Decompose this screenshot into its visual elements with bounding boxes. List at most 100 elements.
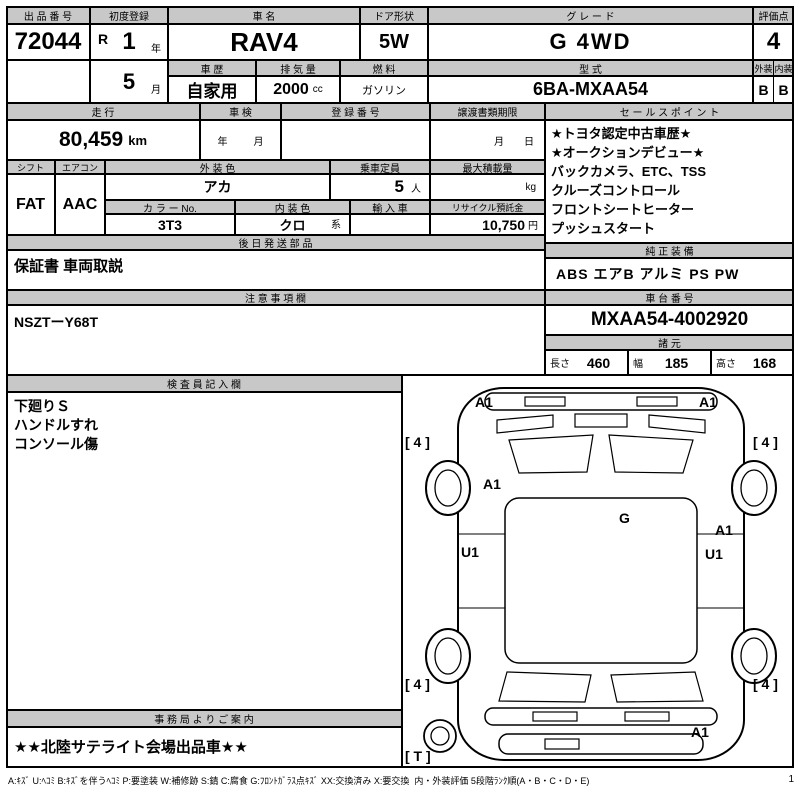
transfer-header: 譲渡書類期限 <box>430 103 545 120</box>
car-name-label: 車 名 <box>252 11 276 23</box>
car-name: RAV4 <box>230 26 298 57</box>
color-no: 3T3 <box>157 216 183 233</box>
recycle-header: リサイクル預託金 <box>430 200 545 214</box>
history-value: 自家用 <box>168 76 256 103</box>
interior-color-suffix: 系 <box>331 220 341 231</box>
recycle-label: リサイクル預託金 <box>451 202 524 213</box>
registration-value <box>281 120 430 160</box>
grade: G 4WD <box>549 29 632 54</box>
height-label: 高さ <box>716 359 736 370</box>
inspection-month-unit: 月 <box>253 136 264 148</box>
capacity-unit: 人 <box>411 183 421 195</box>
length-value: 460 <box>586 354 611 371</box>
exterior-label: 外装 <box>754 63 773 74</box>
displacement-header: 排 気 量 <box>256 60 340 76</box>
inspector-line: コンソール傷 <box>14 436 98 452</box>
door-shape: 5W <box>379 30 409 53</box>
exterior-grade-value: B <box>753 76 774 103</box>
capacity: 5 <box>394 177 404 196</box>
inspector-line: ハンドルすれ <box>14 417 98 433</box>
first-reg-year-cell: R 1 年 <box>90 24 168 60</box>
transfer-day-unit: 日 <box>524 136 534 148</box>
import-value <box>350 214 430 235</box>
damage-mark: A1 <box>691 724 709 740</box>
chassis-label: 車 台 番 号 <box>645 294 694 305</box>
month-unit: 月 <box>151 85 161 96</box>
recycle-value: 10,750 円 <box>430 214 545 235</box>
mileage-label: 走 行 <box>91 108 115 119</box>
spare-tire-mark: [ T ] <box>405 748 431 764</box>
registration-label: 登 録 番 号 <box>331 108 380 119</box>
length-cell: 長さ 460 <box>545 350 628 375</box>
damage-mark: G <box>619 510 630 526</box>
color-no-label: カ ラ ー No. <box>143 203 197 214</box>
grade-value: G 4WD <box>428 24 753 60</box>
exhibit-no-label: 出 品 番 号 <box>23 11 73 23</box>
exterior-color: アカ <box>203 179 232 195</box>
mileage-value: 80,459 km <box>6 120 200 160</box>
legend-text: A:ｷｽﾞ U:ﾍｺﾐ B:ｷｽﾞを伴うﾍｺﾐ P:要塗装 W:補修跡 S:錆 … <box>8 776 590 786</box>
equipment-header: 純 正 装 備 <box>545 243 794 258</box>
car-diagram: A1 A1 [ 4 ] [ 4 ] A1 G U1 A1 U1 [ 4 ] [ … <box>402 375 794 768</box>
history: 自家用 <box>186 82 238 101</box>
interior-grade: B <box>778 81 789 98</box>
interior-grade-value: B <box>773 76 794 103</box>
transfer-label: 譲渡書類期限 <box>457 108 518 119</box>
fuel-label: 燃 料 <box>372 64 396 76</box>
sales-point-line: ★トヨタ認定中古車歴★ <box>551 126 692 141</box>
sales-points-label: セ ー ル ス ポ イ ン ト <box>619 108 720 119</box>
recycle-unit: 円 <box>528 221 538 232</box>
shift: FAT <box>15 195 46 213</box>
first-reg-header: 初度登録 <box>90 6 168 24</box>
inspector-header: 検 査 員 記 入 欄 <box>6 375 402 392</box>
exhibit-no: 72044 <box>14 28 82 55</box>
sales-points-value: ★トヨタ認定中古車歴★ ★オークションデビュー★ バックカメラ、ETC、TSS … <box>545 120 794 243</box>
model-code: 6BA-MXAA54 <box>532 79 649 99</box>
width-value: 185 <box>664 354 689 371</box>
fuel: ガソリン <box>362 84 406 97</box>
first-reg-label: 初度登録 <box>109 11 149 23</box>
damage-mark: U1 <box>461 544 479 560</box>
transfer-value: 月 日 <box>430 120 545 160</box>
office-text: ★★北陸サテライト会場出品車★★ <box>14 739 248 756</box>
inspection-value: 年 月 <box>200 120 281 160</box>
interior-color-value: クロ 系 <box>235 214 350 235</box>
score-label: 評価点 <box>758 11 789 23</box>
exhibit-no-empty-cell <box>6 60 90 103</box>
chassis-number: MXAA54-4002920 <box>590 309 749 330</box>
model-label: 型 式 <box>579 64 602 76</box>
exterior-color-label: 外 装 色 <box>199 163 236 174</box>
max-load-value: kg <box>430 174 545 200</box>
tire-mark: [ 4 ] <box>405 434 430 450</box>
displacement-label: 排 気 量 <box>280 64 316 76</box>
exterior-grade: B <box>758 81 769 98</box>
fuel-header: 燃 料 <box>340 60 428 76</box>
import-label: 輸 入 車 <box>372 203 408 214</box>
chassis-header: 車 台 番 号 <box>545 290 794 305</box>
car-name-header: 車 名 <box>168 6 360 24</box>
shift-value: FAT <box>6 174 55 235</box>
mileage-unit: km <box>128 132 148 148</box>
sales-point-line: ★オークションデビュー★ <box>551 145 705 160</box>
shift-header: シフト <box>6 160 55 174</box>
inspector-value: 下廻りＳ ハンドルすれ コンソール傷 <box>6 392 402 710</box>
sales-point-line: フロントシートヒーター <box>551 202 695 217</box>
registration-header: 登 録 番 号 <box>281 103 430 120</box>
height-value: 168 <box>752 354 777 371</box>
exhibit-no-value: 72044 <box>6 24 90 60</box>
interior-color-header: 内 装 色 <box>235 200 350 214</box>
tire-mark: [ 4 ] <box>405 676 430 692</box>
tire-mark: [ 4 ] <box>753 434 778 450</box>
year-value: 1 <box>122 28 136 55</box>
mileage-header: 走 行 <box>6 103 200 120</box>
car-outline-svg <box>423 387 777 761</box>
displacement-unit: cc <box>312 84 323 95</box>
interior-color: クロ <box>279 218 306 233</box>
capacity-label: 乗車定員 <box>360 163 400 174</box>
interior-grade-header: 内装 <box>773 60 794 76</box>
displacement: 2000 <box>273 80 309 98</box>
width-cell: 幅 185 <box>628 350 711 375</box>
office-label: 事 務 局 よ り ご 案 内 <box>154 715 254 726</box>
max-load-unit: kg <box>525 181 536 193</box>
